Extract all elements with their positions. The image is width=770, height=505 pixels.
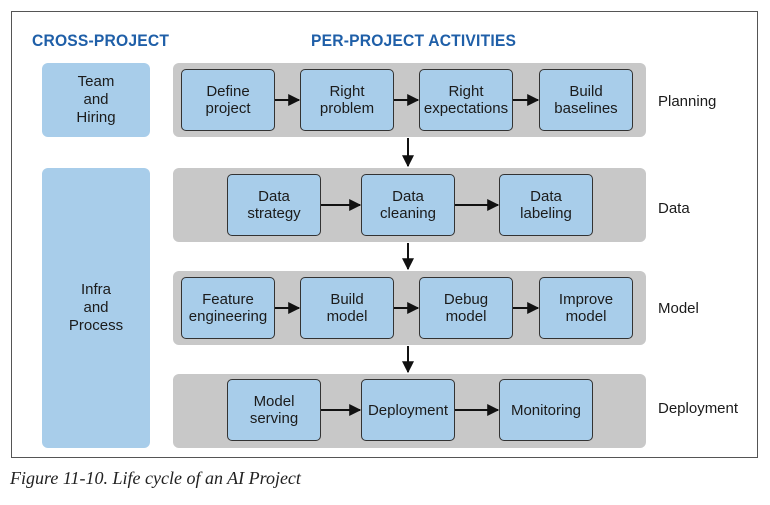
stage-label-data: Data (658, 200, 690, 217)
step-data-cleaning: Data cleaning (361, 174, 455, 236)
infra-process-box: Infra and Process (42, 168, 150, 448)
stage-label-planning: Planning (658, 93, 717, 110)
cross-project-heading: CROSS-PROJECT (32, 31, 170, 50)
figure-frame (11, 11, 758, 458)
stage-label-deployment: Deployment (658, 400, 739, 417)
step-deployment: Deployment (361, 379, 455, 441)
per-project-heading: PER-PROJECT ACTIVITIES (311, 31, 517, 50)
figure-caption: Figure 11-10. Life cycle of an AI Projec… (10, 468, 301, 488)
step-build-baselines: Build baselines (539, 69, 633, 131)
step-model-serving: Model serving (227, 379, 321, 441)
team-hiring-box: Team and Hiring (42, 63, 150, 137)
step-data-strategy: Data strategy (227, 174, 321, 236)
step-monitoring: Monitoring (499, 379, 593, 441)
step-define-project: Define project (181, 69, 275, 131)
step-data-labeling: Data labeling (499, 174, 593, 236)
step-build-model: Build model (300, 277, 394, 339)
step-improve-model: Improve model (539, 277, 633, 339)
step-debug-model: Debug model (419, 277, 513, 339)
step-feature-engineering: Feature engineering (181, 277, 275, 339)
stage-label-model: Model (658, 300, 699, 317)
step-right-expectations: Right expectations (419, 69, 513, 131)
step-right-problem: Right problem (300, 69, 394, 131)
